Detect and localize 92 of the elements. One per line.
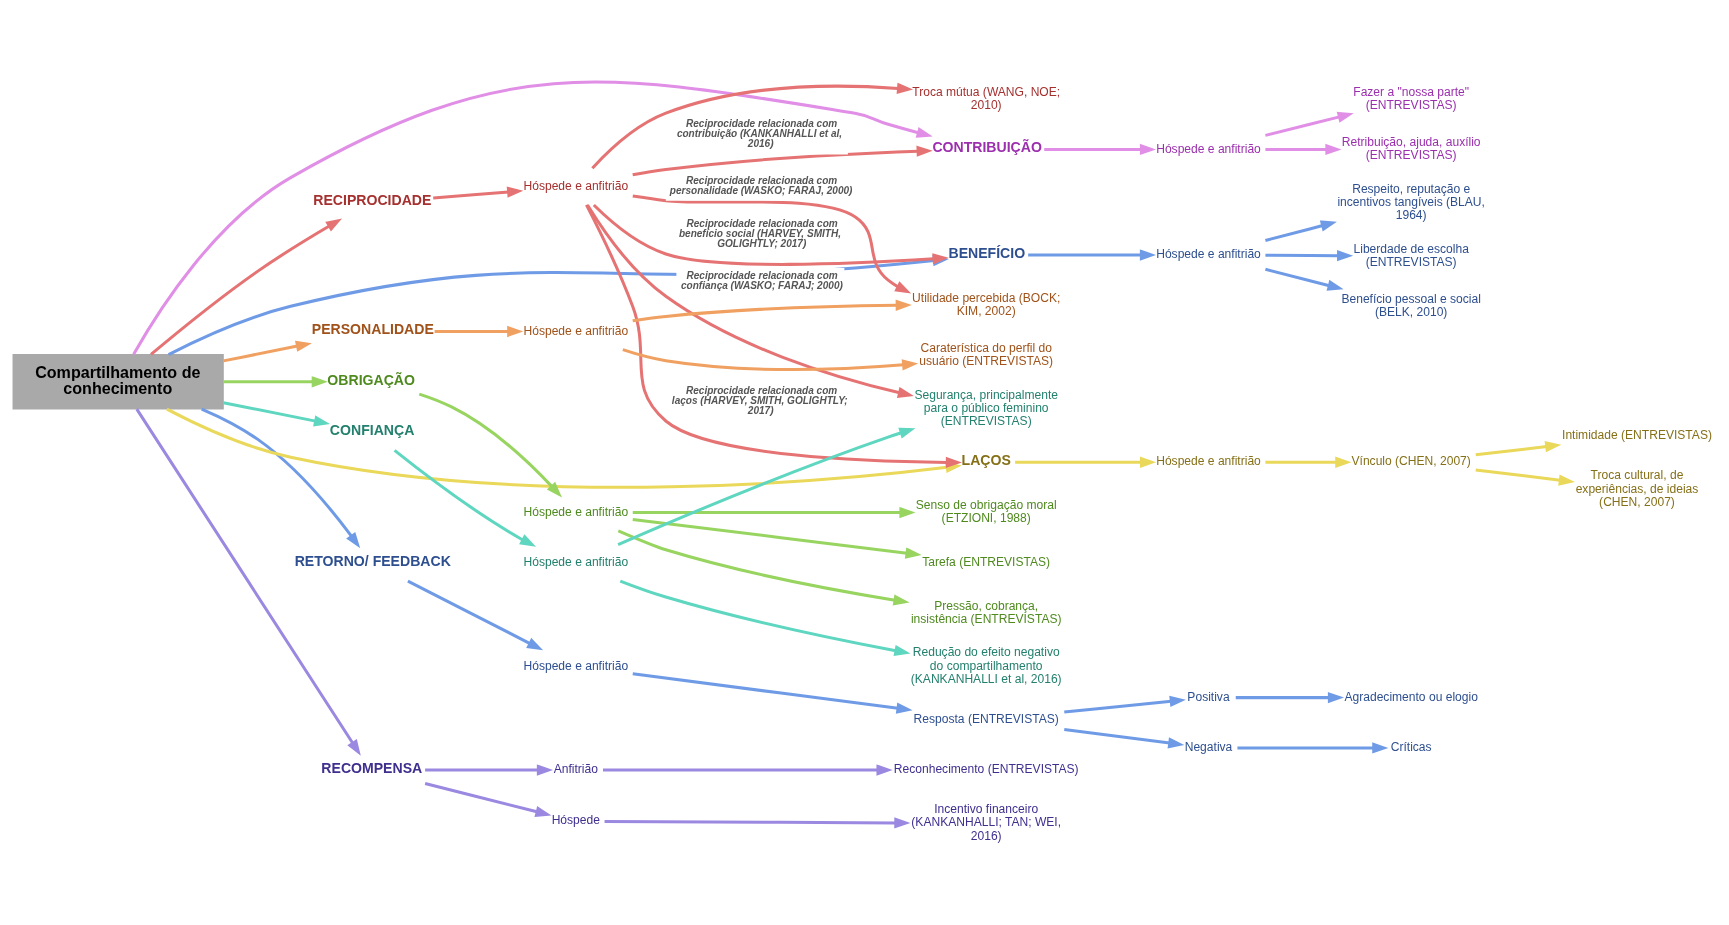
node-text: Hóspede e anfitrião [523, 504, 628, 519]
node-text: Senso de obrigação moral (ETZIONI, 1988) [915, 498, 1057, 526]
arrow [424, 782, 551, 817]
node-text: Hóspede e anfitrião [523, 323, 628, 338]
node-text: Redução do efeito negativo do compartilhamento (KANKANHALLI et al, 2016) [910, 645, 1062, 686]
arrow [585, 204, 914, 398]
arrow [149, 218, 342, 356]
node-text: Anfitrião [553, 762, 598, 777]
arrow [1236, 742, 1388, 754]
node-text: PERSONALIDADE [311, 321, 434, 338]
arrow [584, 204, 962, 469]
node-text: Utilidade percebida (BOCK; KIM, 2002) [911, 290, 1060, 318]
arrow [621, 348, 918, 371]
node-text: Reconhecimento (ENTREVISTAS) [893, 762, 1079, 777]
node-text: Hóspede e anfitrião [523, 554, 628, 569]
node-text: Hóspede e anfitrião [523, 178, 628, 193]
arrow [1475, 441, 1561, 457]
arrow [1063, 728, 1184, 749]
arrow [1264, 111, 1354, 137]
node-text: RETORNO/ FEEDBACK [294, 552, 451, 569]
node-text: OBRIGAÇÃO [326, 371, 415, 388]
arrow [632, 517, 922, 559]
node-text: Benefício pessoal e social (BELK, 2010) [1340, 291, 1481, 319]
arrow [631, 145, 933, 177]
edge-label: Reciprocidade relacionada com confiança (WASKO; FARAJ; 2000) [680, 270, 843, 292]
arrow [632, 194, 911, 294]
node-text: Liberdade de escolha (ENTREVISTAS) [1353, 241, 1469, 269]
node-text: Segurança, principalmente para o público feminino (ENTREVISTAS) [913, 387, 1058, 429]
node-text: Hóspede e anfitrião [1155, 141, 1261, 156]
node-text: Negativa [1184, 740, 1232, 755]
node-text: Troca cultural, de experiências, de ideias (CHEN, 2007) [1575, 468, 1698, 509]
arrow [432, 186, 523, 200]
node-text: Resposta (ENTREVISTAS) [913, 711, 1059, 726]
arrow [131, 80, 933, 356]
node-text: RECIPROCIDADE [312, 192, 431, 209]
edge-label: Reciprocidade relacionada com contribuição (KANKANHALLI et al, 2016) [676, 118, 842, 150]
node-text: RECOMPENSA [320, 759, 422, 776]
arrow [393, 449, 536, 547]
arrow [222, 376, 328, 388]
node-text: Hóspede e anfitrião [1155, 247, 1261, 262]
arrow [1063, 695, 1186, 714]
arrow [619, 579, 910, 657]
node-text: Fazer a "nossa parte" (ENTREVISTAS) [1352, 84, 1469, 112]
node-text: Hóspede [551, 813, 600, 828]
arrow [1264, 220, 1337, 242]
arrow [1264, 250, 1353, 262]
node-text: Incentivo financeiro (KANKANHALLI; TAN; WEI, 2016) [910, 802, 1061, 843]
arrow [602, 764, 893, 776]
arrow [590, 82, 913, 170]
arrow [418, 392, 562, 498]
arrow [617, 529, 910, 606]
arrow [424, 764, 553, 776]
node-text: Hóspede e anfitrião [523, 658, 628, 673]
arrow [135, 408, 361, 756]
edge-label: Reciprocidade relacionada com benefício social (HARVEY, SMITH, GOLIGHTLY; 2017) [678, 217, 841, 249]
arrow [222, 401, 330, 427]
arrow [604, 817, 910, 829]
arrow [1043, 143, 1156, 156]
node-text: Caraterística do perfil do usuário (ENTREVISTAS) [918, 341, 1053, 369]
arrow [200, 407, 360, 549]
arrow [406, 579, 543, 651]
node-text: Agradecimento ou elogio [1343, 689, 1478, 704]
arrow [1264, 456, 1351, 468]
arrow [1475, 468, 1575, 486]
arrow [222, 340, 312, 363]
arrow [631, 299, 912, 323]
arrow [1264, 267, 1344, 291]
arrow [1014, 456, 1156, 468]
node-box: Compartilhamento de conhecimento [12, 354, 224, 410]
arrow [632, 672, 913, 714]
node-text: Respeito, reputação e incentivos tangíveis (BLAU, 1964) [1336, 181, 1485, 222]
arrow [1264, 143, 1341, 156]
node-text: CONFIANÇA [329, 421, 414, 438]
node-text: Pressão, cobrança, insistência (ENTREVISTAS) [910, 598, 1061, 626]
node-text: Vínculo (CHEN, 2007) [1351, 454, 1471, 469]
node-text: LAÇOS [961, 451, 1011, 468]
node-text: Positiva [1186, 689, 1230, 704]
edge-label: Reciprocidade relacionada com personalidade (WASKO; FARAJ, 2000) [669, 174, 852, 196]
node-text: Tarefa (ENTREVISTAS) [921, 554, 1050, 569]
arrow [1235, 691, 1344, 704]
node-text: Intimidade (ENTREVISTAS) [1561, 428, 1712, 443]
arrow [632, 506, 916, 519]
node-text: Hóspede e anfitrião [1155, 454, 1261, 469]
edge-label: Reciprocidade relacionada com laços (HARVEY, SMITH, GOLIGHTLY; 2017) [671, 384, 848, 416]
node-text: CONTRIBUIÇÃO [931, 139, 1042, 156]
node-text: Troca mútua (WANG, NOE; 2010) [911, 84, 1060, 112]
node-text: BENEFÍCIO [947, 244, 1025, 261]
node-text: Críticas [1390, 740, 1432, 755]
node-text: Retribuição, ajuda, auxílio (ENTREVISTAS) [1341, 135, 1481, 163]
arrow [1027, 249, 1156, 261]
arrow [434, 325, 523, 338]
arrow [617, 427, 915, 546]
